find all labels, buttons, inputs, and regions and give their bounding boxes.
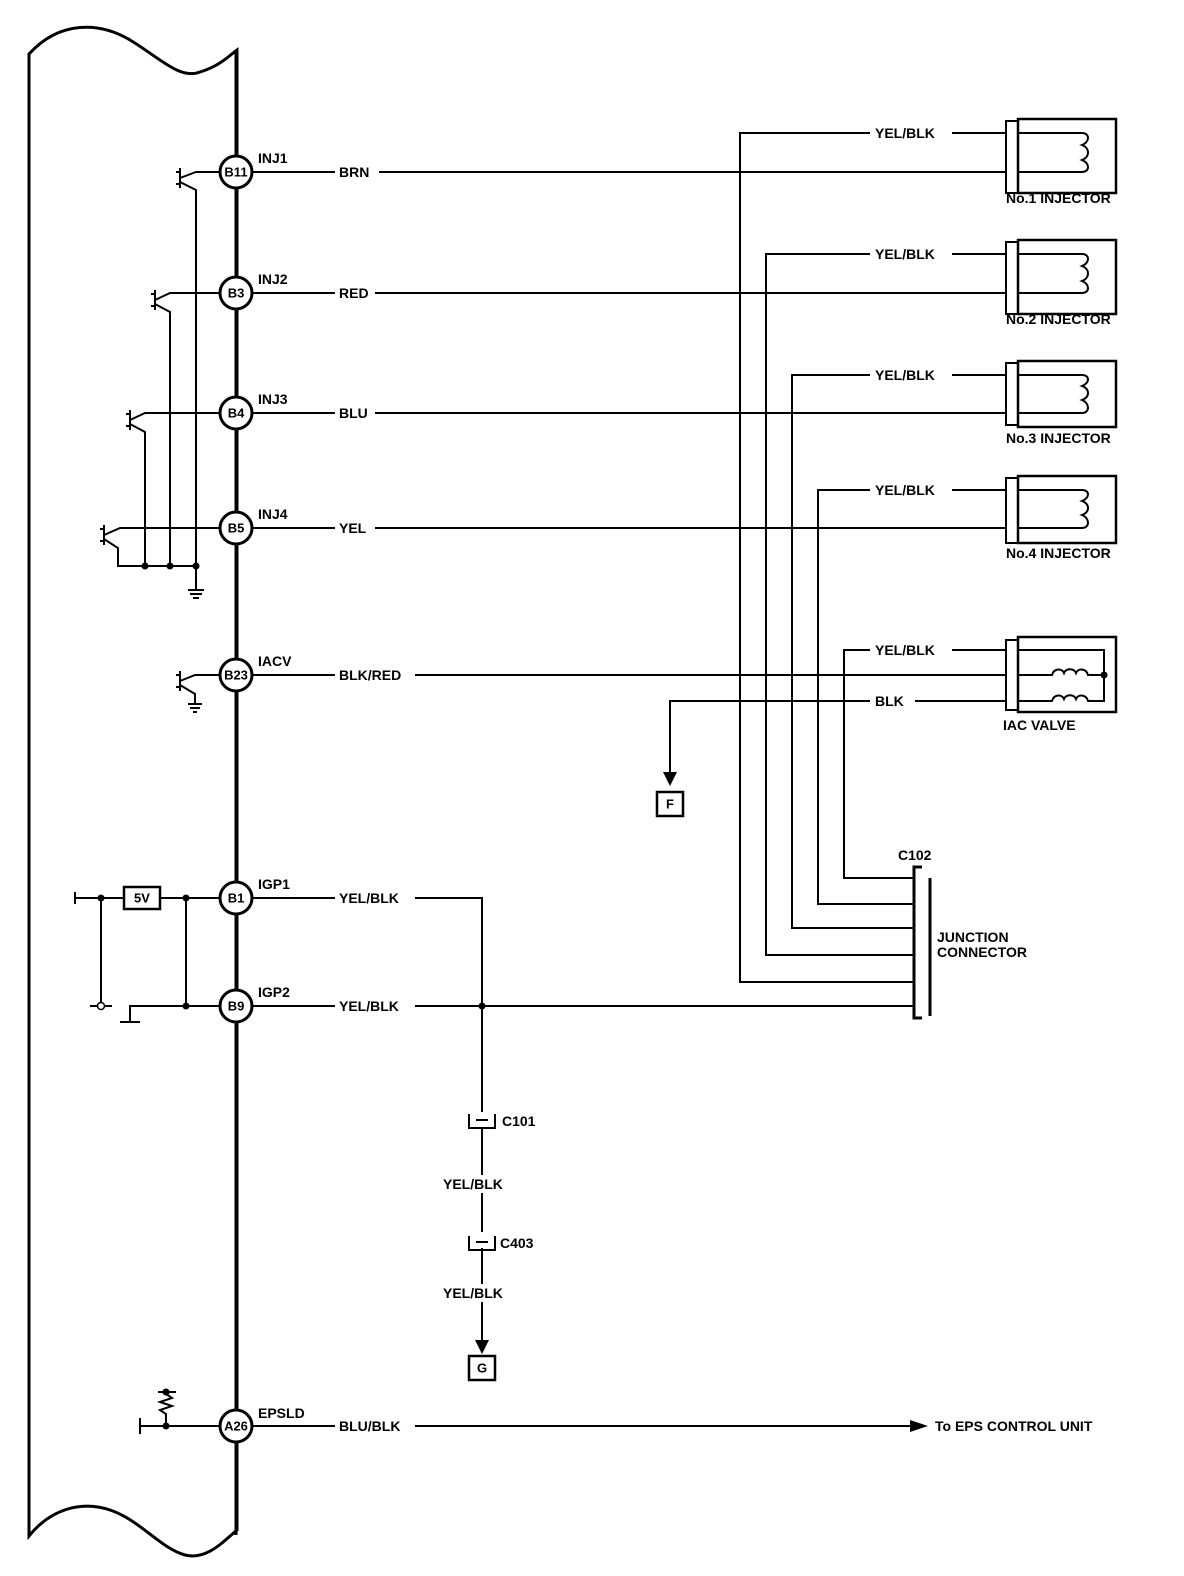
connector-c403: C403 — [468, 1235, 534, 1251]
ground-icon — [188, 566, 204, 599]
svg-text:IAC VALVE: IAC VALVE — [1003, 717, 1076, 733]
inj-driver-transistors — [100, 168, 221, 599]
pin-b23: B23 — [218, 657, 254, 693]
svg-text:No.3 INJECTOR: No.3 INJECTOR — [1006, 430, 1111, 446]
connector-ref-f: F — [655, 790, 685, 818]
svg-text:F: F — [666, 797, 674, 812]
igp-supply-circuit — [74, 885, 221, 1023]
injector-3: No.3 INJECTOR — [1005, 359, 1118, 446]
signal-label: IGP2 — [258, 984, 290, 1000]
svg-text:B4: B4 — [228, 406, 245, 421]
signal-label: IACV — [258, 653, 292, 669]
svg-text:C403: C403 — [500, 1235, 534, 1251]
harness-wires — [252, 132, 1006, 1432]
injector-2: No.2 INJECTOR — [1005, 238, 1118, 327]
iac-valve: IAC VALVE — [1003, 635, 1118, 733]
wire-color-label: YEL/BLK — [443, 1285, 503, 1301]
svg-text:A26: A26 — [224, 1419, 248, 1434]
arrow-right-icon — [910, 1420, 928, 1432]
iacv-driver-transistor — [176, 671, 221, 713]
injector-4: No.4 INJECTOR — [1005, 474, 1118, 561]
5v-label: 5V — [134, 891, 150, 906]
5v-regulator-box — [122, 885, 162, 911]
svg-text:CONNECTOR: CONNECTOR — [937, 944, 1027, 960]
svg-text:C101: C101 — [502, 1113, 536, 1129]
wire-color-label: BLK/RED — [339, 667, 401, 683]
eps-control-unit-label: To EPS CONTROL UNIT — [935, 1418, 1093, 1434]
signal-label: EPSLD — [258, 1405, 305, 1421]
wire-color-label: YEL/BLK — [339, 890, 399, 906]
wire-color-label: YEL/BLK — [443, 1176, 503, 1192]
wire-color-label: YEL/BLK — [875, 246, 935, 262]
coil-icon — [1018, 489, 1089, 529]
ecm-pins: B11 B3 B4 B5 B23 B1 B9 A26 — [218, 154, 254, 1444]
wire-color-label: YEL — [339, 520, 367, 536]
svg-text:No.4 INJECTOR: No.4 INJECTOR — [1006, 545, 1111, 561]
svg-text:B3: B3 — [228, 286, 245, 301]
wire-color-label: BLU/BLK — [339, 1418, 400, 1434]
arrow-down-icon — [475, 1340, 489, 1354]
coil-icon — [1018, 668, 1104, 676]
wire-color-label: BLU — [339, 405, 368, 421]
wire-color-label: YEL/BLK — [875, 367, 935, 383]
connector-ref-g: G — [467, 1354, 497, 1382]
pin-b3: B3 — [218, 275, 254, 311]
svg-text:No.2 INJECTOR: No.2 INJECTOR — [1006, 311, 1111, 327]
coil-icon — [1018, 253, 1089, 294]
pin-b11: B11 — [218, 154, 254, 190]
svg-text:No.1 INJECTOR: No.1 INJECTOR — [1006, 190, 1111, 206]
pin-b5: B5 — [218, 510, 254, 546]
svg-text:B11: B11 — [224, 165, 247, 180]
signal-label: INJ1 — [258, 150, 288, 166]
ecm-body-outline — [27, 25, 239, 1558]
pin-b1: B1 — [218, 880, 254, 916]
signal-label: IGP1 — [258, 876, 290, 892]
signal-label: INJ3 — [258, 391, 288, 407]
wire-color-label: RED — [339, 285, 369, 301]
svg-text:JUNCTION: JUNCTION — [937, 929, 1009, 945]
epsld-pullup-resistor — [139, 1388, 221, 1434]
signal-label: INJ4 — [258, 506, 288, 522]
wire-color-label: BRN — [339, 164, 369, 180]
coil-icon — [1018, 132, 1089, 173]
coil-icon — [1018, 374, 1089, 414]
wire-color-label: YEL/BLK — [875, 482, 935, 498]
svg-text:B23: B23 — [224, 668, 248, 683]
coil-icon — [1018, 649, 1105, 702]
connector-c101: C101 — [468, 1113, 536, 1129]
wire-color-label: YEL/BLK — [875, 642, 935, 658]
signal-label: INJ2 — [258, 271, 288, 287]
svg-text:C102: C102 — [898, 847, 932, 863]
arrow-down-icon — [663, 772, 677, 786]
wire-color-label: YEL/BLK — [875, 125, 935, 141]
wire-color-label: BLK — [875, 693, 904, 709]
injector-1: No.1 INJECTOR — [1005, 117, 1118, 206]
svg-text:B9: B9 — [228, 999, 245, 1014]
pin-b9: B9 — [218, 988, 254, 1024]
pin-b4: B4 — [218, 395, 254, 431]
wire-color-label: YEL/BLK — [339, 998, 399, 1014]
svg-text:B1: B1 — [228, 891, 245, 906]
svg-text:B5: B5 — [228, 521, 245, 536]
svg-text:G: G — [477, 1361, 487, 1376]
junction-connector-c102: C102 JUNCTION CONNECTOR — [898, 847, 1027, 1020]
pin-a26: A26 — [218, 1408, 254, 1444]
ground-icon — [188, 703, 202, 713]
